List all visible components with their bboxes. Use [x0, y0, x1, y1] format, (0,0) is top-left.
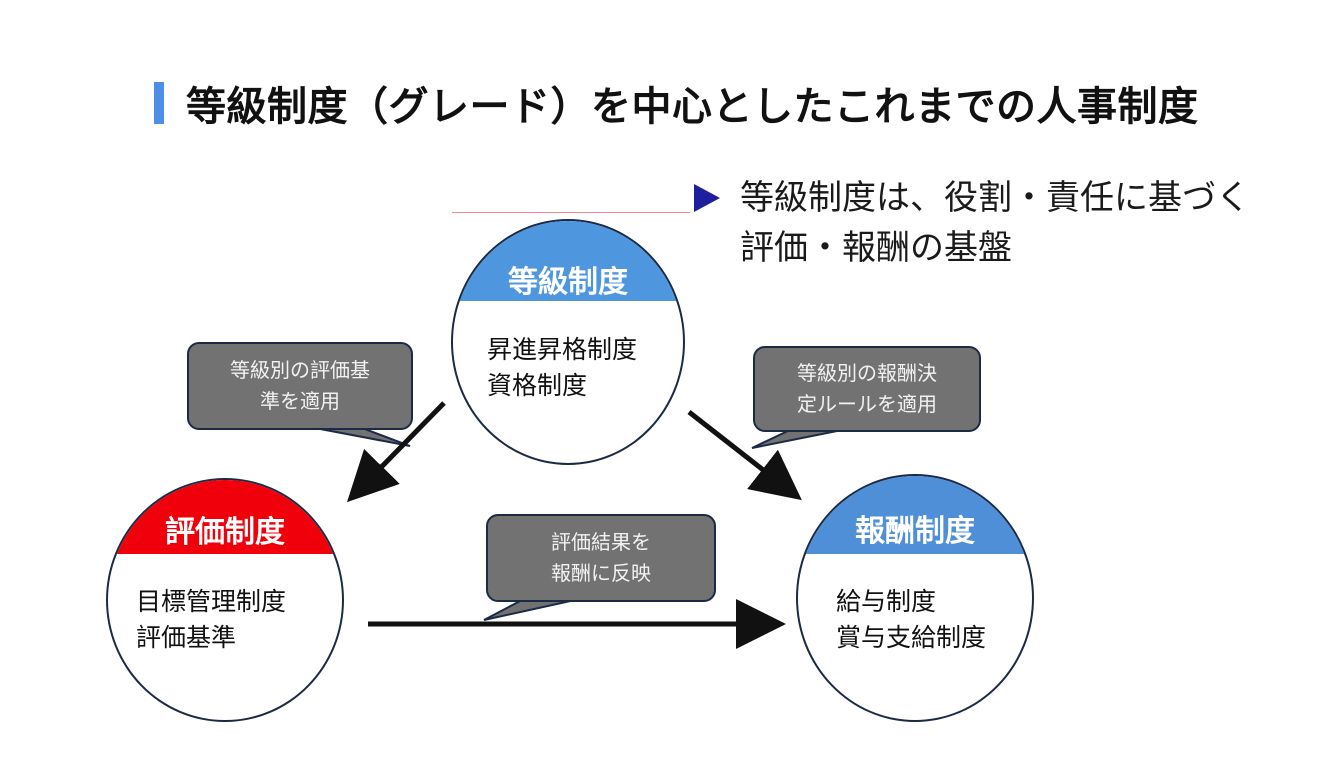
- node-reward-system: 報酬制度 給与制度 賞与支給制度: [796, 474, 1034, 722]
- triangle-bullet-icon: [694, 184, 720, 212]
- arrow-grade-to-reward: [687, 410, 802, 501]
- bullet-text: 等級制度は、役割・責任に基づく評価・報酬の基盤: [740, 173, 1250, 273]
- node-eval-title: 評価制度: [108, 480, 342, 554]
- title-accent-bar: [154, 82, 164, 124]
- bullet-line-2: 評価・報酬の基盤: [740, 228, 1012, 268]
- callout-right-tail: [751, 429, 843, 449]
- page-title: 等級制度（グレード）を中心としたこれまでの人事制度: [186, 84, 1199, 130]
- node-grade-items: 昇進昇格制度 資格制度: [487, 335, 638, 400]
- decorative-line: [452, 212, 690, 213]
- arrow-grade-to-eval: [347, 401, 446, 503]
- node-eval-items: 目標管理制度 評価基準: [136, 587, 287, 652]
- node-reward-items: 給与制度 賞与支給制度: [836, 587, 987, 652]
- callout-grade-eval: 等級別の評価基 準を適用: [187, 342, 413, 430]
- bullet-line-1: 等級制度は、役割・責任に基づく: [740, 178, 1250, 218]
- node-grade-title: 等級制度: [453, 221, 683, 301]
- node-reward-title: 報酬制度: [798, 476, 1032, 554]
- node-evaluation-system: 評価制度 目標管理制度 評価基準: [106, 478, 344, 722]
- callout-mid-tail: [483, 599, 576, 621]
- callout-left-tail: [314, 427, 411, 447]
- callout-grade-reward: 等級別の報酬決 定ルールを適用: [753, 346, 981, 432]
- callout-eval-reward: 評価結果を 報酬に反映: [486, 514, 716, 602]
- node-grade-system: 等級制度 昇進昇格制度 資格制度: [451, 219, 685, 465]
